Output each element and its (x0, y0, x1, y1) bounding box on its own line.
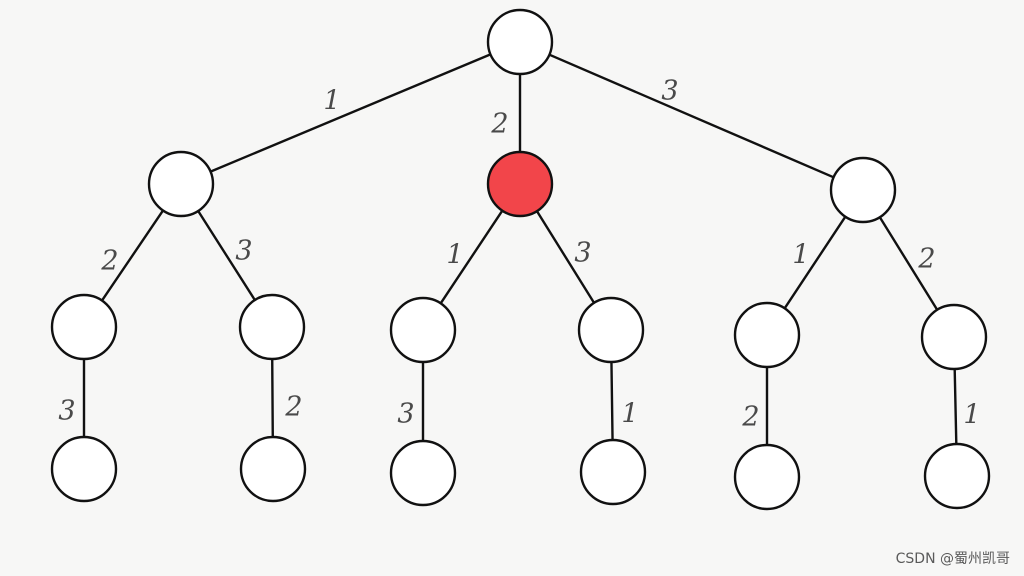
edge-n3-to-n3-1 (783, 215, 847, 310)
edge-label-n1-2-to-n1-2-3: 3 (58, 396, 75, 427)
tree-node-root (486, 8, 554, 76)
watermark: CSDN @蜀州凯哥 (895, 551, 1010, 567)
edge-n2-3-to-n2-3-1 (610, 360, 614, 442)
edge-label-n2-1-to-n2-1-3: 3 (397, 399, 414, 430)
tree-node-n3-1-2 (733, 443, 801, 511)
edge-label-n2-to-n2-1: 1 (446, 240, 463, 271)
edge-label-root-to-n2: 2 (490, 109, 508, 140)
edge-n1-to-n1-2 (100, 209, 165, 302)
edge-label-n1-3-to-n1-3-2: 2 (284, 392, 302, 423)
tree-node-n2-3 (577, 296, 645, 364)
edge-label-n2-3-to-n2-3-1: 1 (621, 399, 638, 430)
edge-root-to-n3 (548, 53, 835, 179)
tree-node-n2-1 (389, 296, 457, 364)
tree-node-n2-3-1 (579, 438, 647, 506)
edge-n1-3-to-n1-3-2 (271, 357, 274, 439)
edge-label-n1-to-n1-3: 3 (235, 236, 252, 267)
tree-node-n1-2 (50, 293, 118, 361)
edge-n3-to-n3-2 (878, 216, 939, 311)
edge-label-n3-2-to-n3-2-1: 1 (963, 400, 980, 431)
tree-node-n2 (486, 150, 554, 218)
edge-label-root-to-n1: 1 (323, 86, 340, 117)
edges-layer (82, 53, 958, 447)
tree-node-n1-3-2 (239, 435, 307, 503)
edge-n2-to-n2-1 (439, 209, 504, 305)
edge-n2-to-n2-3 (535, 209, 596, 305)
tree-node-n3-2-1 (923, 442, 991, 510)
tree-node-n1 (147, 150, 215, 218)
edge-label-root-to-n3: 3 (661, 76, 678, 107)
nodes-layer (50, 8, 991, 511)
tree-node-n1-2-3 (50, 435, 118, 503)
edge-n1-to-n1-3 (196, 209, 257, 302)
tree-node-n3-2 (920, 303, 988, 371)
edge-labels-layer: 1 2 3 2 3 1 3 1 2 3 2 3 1 2 1 (58, 76, 980, 433)
edge-label-n3-to-n3-2: 2 (917, 244, 935, 275)
tree-node-n2-1-3 (389, 439, 457, 507)
tree-node-n3-1 (733, 301, 801, 369)
tree-node-n3 (829, 156, 897, 224)
edge-label-n3-1-to-n3-1-2: 2 (741, 402, 759, 433)
edge-n3-2-to-n3-2-1 (953, 367, 958, 446)
edge-label-n2-to-n2-3: 3 (574, 238, 591, 269)
tree-node-n1-3 (238, 293, 306, 361)
edge-root-to-n1 (209, 53, 492, 173)
edge-label-n3-to-n3-1: 1 (792, 240, 809, 271)
edge-label-n1-to-n1-2: 2 (100, 246, 118, 277)
